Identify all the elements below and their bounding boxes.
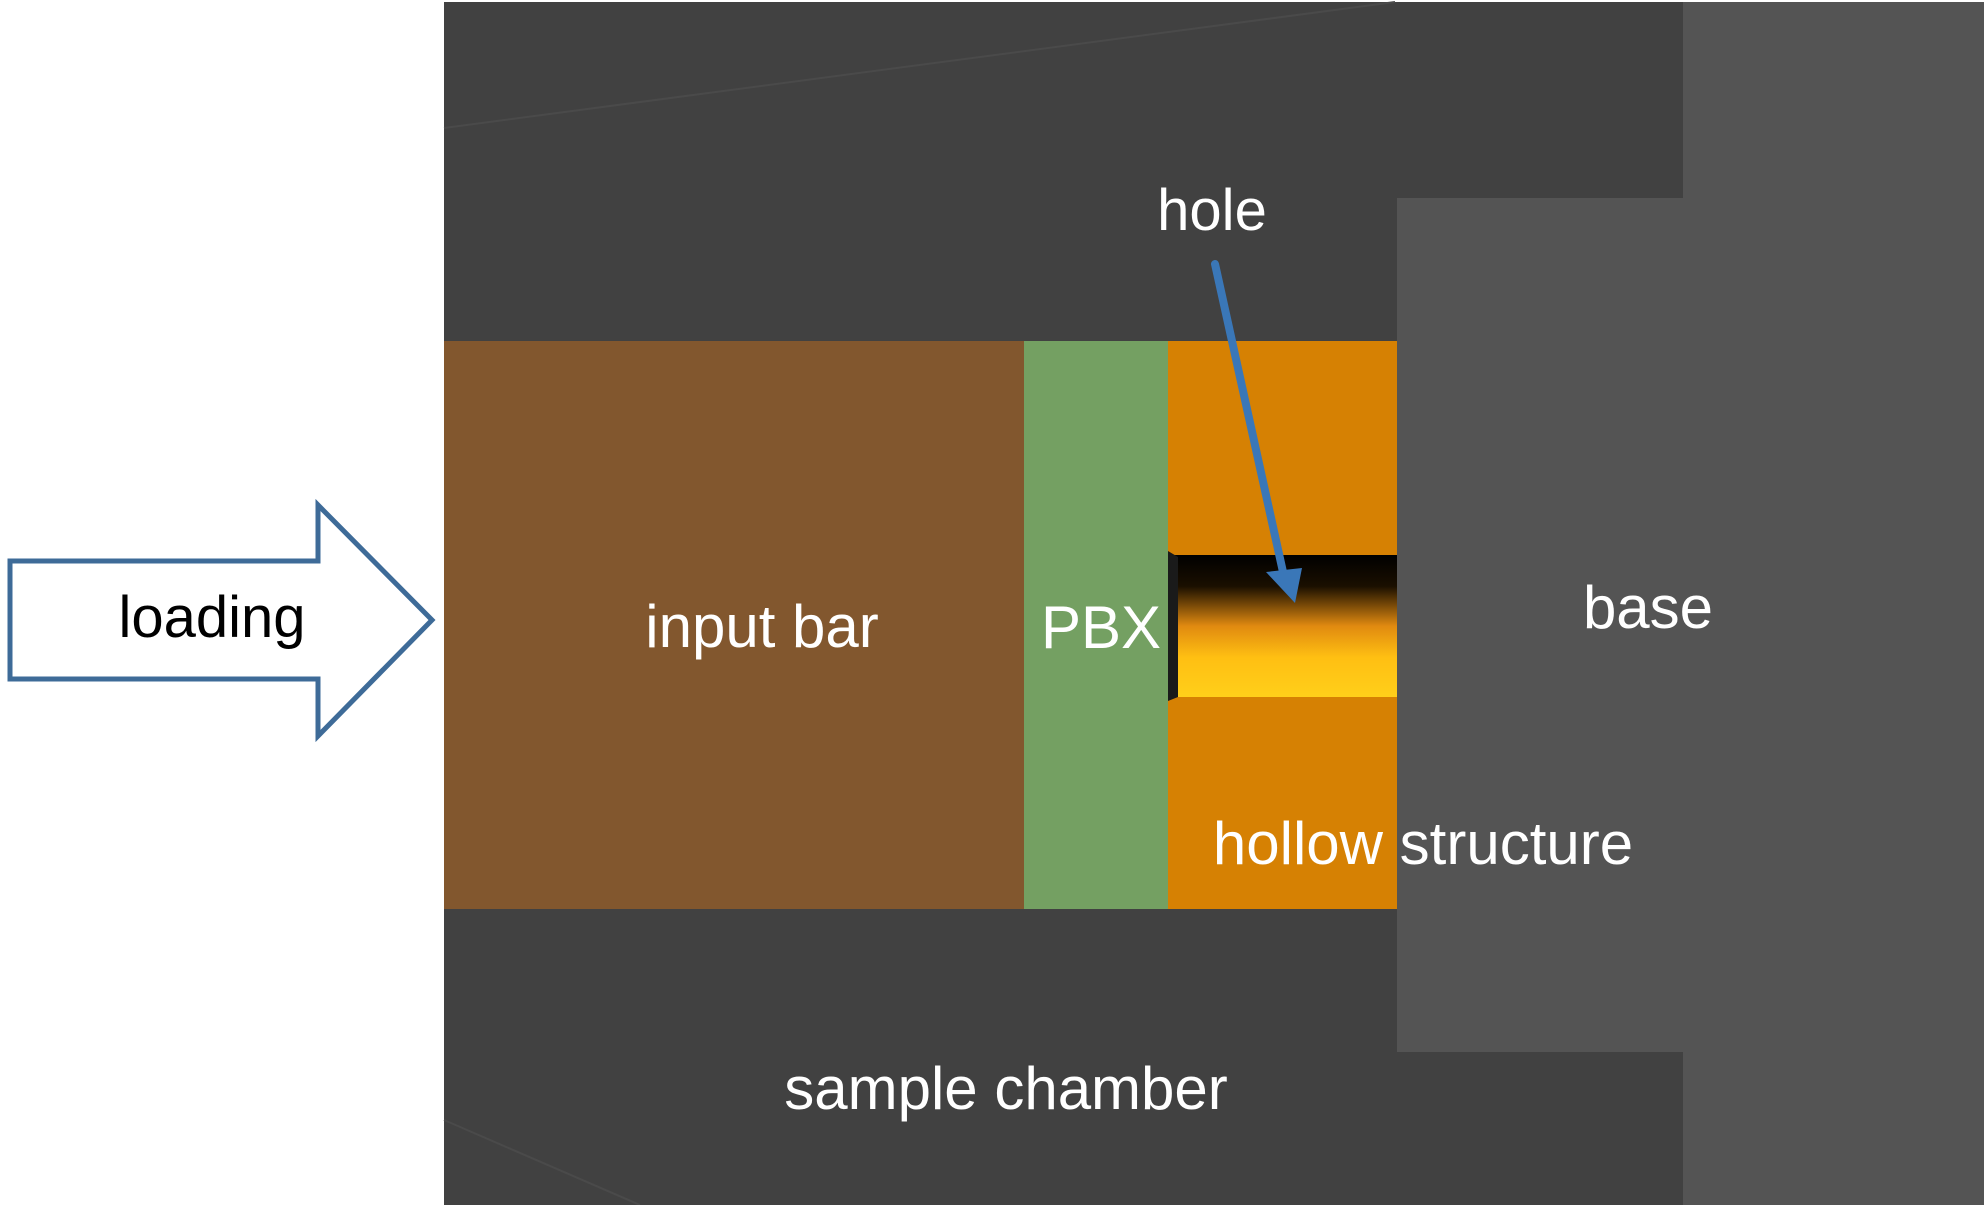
chamber-top-edge-line [443,1,1396,129]
pbx-sample [1024,341,1168,909]
label-sample-chamber: sample chamber [784,1055,1228,1122]
loading-arrow [7,498,436,743]
label-hollow-structure: hollow structure [1213,810,1633,877]
input-bar [444,341,1024,909]
label-pbx: PBX [1041,594,1161,661]
label-hole: hole [1157,178,1267,243]
hole-pointer-arrowhead [1266,568,1302,603]
label-base: base [1583,574,1713,641]
chamber-bottom-edge-line [443,1119,641,1206]
hole-edge-shadow [1168,551,1178,701]
hole-pointer-line [1211,260,1287,576]
label-input-bar: input bar [645,593,879,660]
base-block [1397,2,1984,1205]
label-loading: loading [118,585,305,650]
